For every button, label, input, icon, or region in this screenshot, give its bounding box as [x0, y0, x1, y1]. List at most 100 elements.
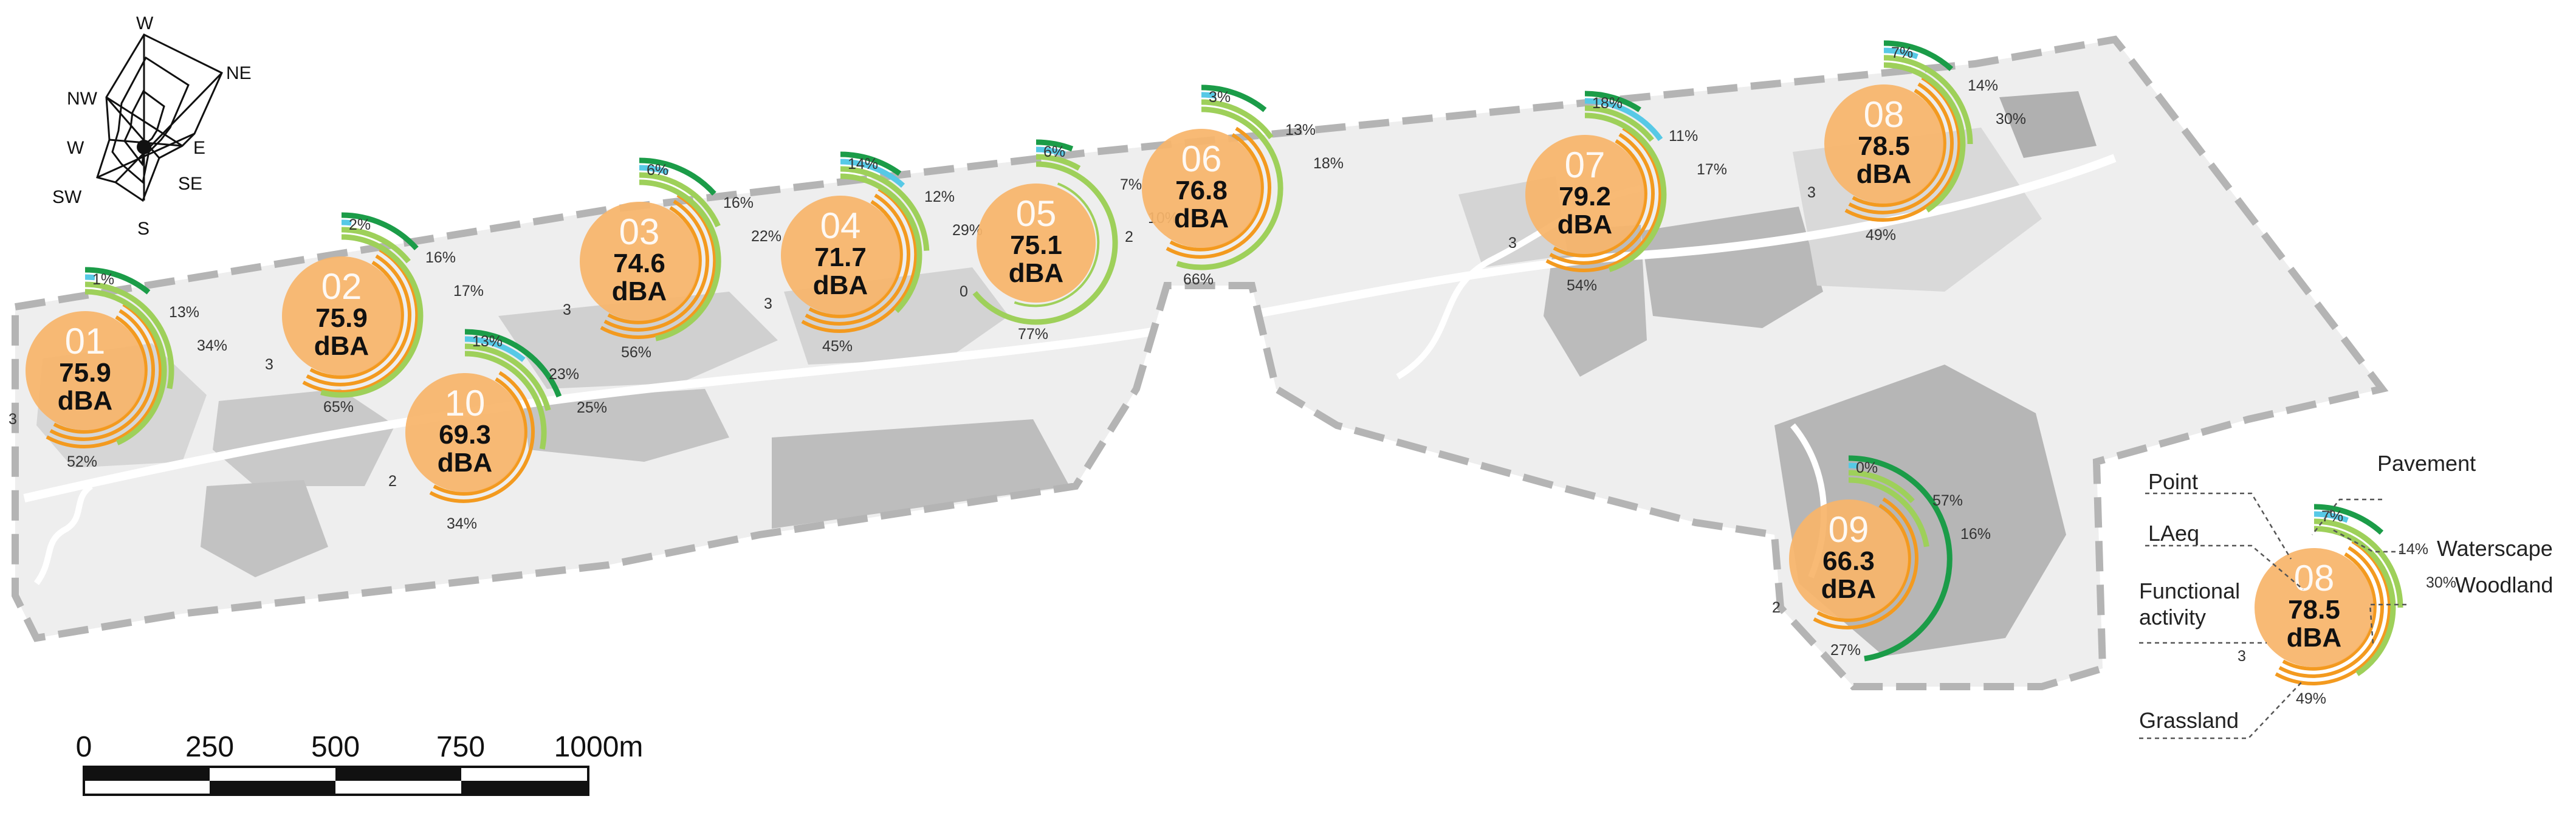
legend-waterscape-label: Waterscape	[2437, 536, 2553, 561]
legend-leader-lines	[2139, 492, 2406, 739]
woodland-share-arc	[1883, 55, 1973, 145]
pavement-label: 13%	[472, 333, 503, 350]
scale-label-250: 250	[185, 731, 234, 763]
pavement-label: 7%	[2321, 508, 2343, 525]
functional-activity-arc	[607, 206, 702, 324]
park-path	[33, 483, 94, 585]
laeq-unit: dBA	[1174, 204, 1229, 233]
laeq-disc	[26, 311, 145, 430]
legend-laeq-label: LAeq	[2148, 521, 2199, 546]
functional-label: 2	[388, 473, 397, 490]
laeq-disc	[1142, 129, 1261, 248]
laeq-disc	[405, 373, 524, 492]
woodland-share-arc	[341, 227, 411, 264]
laeq-unit: dBA	[314, 331, 369, 361]
functional-activity-arc	[600, 193, 717, 339]
waterscape-label: 13%	[1285, 122, 1316, 139]
pavement-share-arc	[840, 159, 905, 188]
laeq-unit: dBA	[1821, 574, 1876, 604]
laeq-disc	[1824, 84, 1943, 204]
laeq-unit: dBA	[813, 270, 868, 300]
pavement-share-arc	[1883, 47, 1918, 60]
functional-activity-arc	[1852, 89, 1946, 207]
waterscape-share-arc	[639, 157, 716, 196]
pavement-share-arc	[84, 274, 95, 281]
woodland-share-arc	[840, 166, 930, 251]
point-number: 03	[619, 211, 660, 252]
laeq-value: 78.5	[2288, 595, 2340, 625]
woodland-share-arc	[1584, 105, 1654, 142]
woodland-share-arc	[1201, 99, 1274, 140]
waterscape-label: 7%	[1120, 176, 1142, 193]
laeq-disc	[977, 184, 1096, 303]
point-number: 04	[820, 205, 861, 246]
woodland-share-arc	[1848, 470, 1915, 504]
pavement-share-arc	[2313, 511, 2349, 523]
laeq-value: 78.5	[1858, 131, 1910, 161]
waterscape-label: 16%	[425, 249, 456, 266]
scale-label-500: 500	[311, 731, 360, 763]
laeq-unit: dBA	[438, 448, 492, 478]
wind-rose-label-n: W	[136, 13, 154, 33]
point-number: 05	[1016, 193, 1057, 234]
waterscape-share-arc	[1848, 455, 1953, 662]
laeq-value: 76.8	[1175, 176, 1228, 205]
grassland-share-arc	[320, 234, 424, 398]
laeq-value: 75.9	[315, 303, 368, 333]
pavement-label: 18%	[1592, 95, 1623, 112]
functional-label: 2	[1772, 599, 1781, 616]
pavement-share-arc	[341, 219, 352, 226]
wind-rose-label-sw: SW	[52, 187, 82, 207]
scale-bar: 0 250 500 750 1000m	[76, 731, 643, 796]
woodland-share-arc	[464, 343, 551, 411]
grassland-label: 65%	[323, 399, 354, 416]
pavement-label: 1%	[92, 271, 114, 288]
legend-point-label: Point	[2148, 469, 2198, 494]
functional-activity-arc	[302, 248, 419, 394]
laeq-value: 66.3	[1822, 546, 1875, 576]
functional-label: 3	[2238, 648, 2246, 665]
grassland-share-arc	[464, 351, 547, 450]
functional-label: 3	[563, 301, 571, 318]
functional-activity-arc	[46, 303, 163, 448]
pavement-label: 2%	[349, 216, 371, 233]
scale-label-0: 0	[76, 731, 92, 763]
grassland-label: 52%	[67, 453, 97, 470]
grassland-share-arc	[1883, 62, 1966, 213]
laeq-unit: dBA	[1009, 258, 1063, 288]
laeq-value: 79.2	[1559, 182, 1611, 211]
grassland-share-arc	[972, 161, 1118, 325]
functional-activity-arc	[1848, 82, 1954, 214]
grassland-share-arc	[840, 173, 922, 314]
pavement-share-arc	[639, 165, 669, 175]
pavement-label: 7%	[1891, 44, 1913, 61]
grassland-label: 45%	[822, 338, 853, 355]
woodland-label: 22%	[751, 228, 781, 245]
park-base-map	[12, 35, 2389, 690]
pavement-label: 6%	[647, 162, 668, 179]
scale-bar-segment	[84, 767, 210, 781]
laeq-value: 75.9	[59, 358, 111, 388]
pavement-label: 6%	[1043, 143, 1065, 160]
legend-functional-label: Functional	[2139, 578, 2240, 603]
laeq-disc	[2255, 548, 2374, 667]
pavement-share-arc	[1201, 92, 1217, 99]
grassland-share-arc	[1584, 112, 1667, 272]
laeq-value: 71.7	[814, 242, 867, 272]
point-number: 02	[321, 266, 362, 307]
wind-rose-label-nw: NW	[67, 89, 98, 109]
legend-woodland-label: Woodland	[2455, 572, 2553, 597]
scale-bar-segment	[461, 781, 588, 795]
functional-label: 3	[265, 356, 273, 373]
laeq-unit: dBA	[612, 276, 667, 306]
functional-activity-arc	[1816, 504, 1911, 622]
legend-activity-label: activity	[2139, 605, 2206, 629]
waterscape-label: 12%	[924, 188, 955, 205]
woodland-label: 17%	[1697, 161, 1727, 178]
